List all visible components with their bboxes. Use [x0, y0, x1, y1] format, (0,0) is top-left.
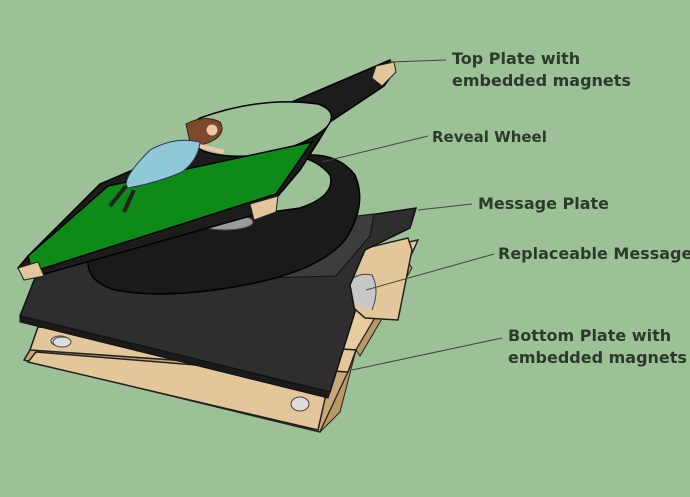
label-bottom-plate: Bottom Plate with embedded magnets [508, 325, 687, 369]
leader-message-plate [417, 203, 473, 211]
label-top-plate: Top Plate with embedded magnets [452, 48, 631, 92]
label-reveal-wheel: Reveal Wheel [432, 128, 547, 146]
leader-lines [321, 59, 503, 371]
leader-bottom-plate [351, 337, 503, 371]
label-message-plate: Message Plate [478, 194, 609, 213]
top-plate [16, 58, 397, 281]
label-top-plate-line1: Top Plate with [452, 49, 581, 68]
label-bottom-plate-line1: Bottom Plate with [508, 326, 672, 345]
label-replaceable-message: Replaceable Message [498, 244, 690, 263]
label-top-plate-line2: embedded magnets [452, 71, 631, 90]
label-bottom-plate-line2: embedded magnets [508, 348, 687, 367]
leader-reveal-wheel [321, 135, 429, 163]
leader-replaceable-message [365, 253, 495, 291]
girl-illustration [108, 118, 225, 213]
leader-top-plate [389, 59, 447, 63]
